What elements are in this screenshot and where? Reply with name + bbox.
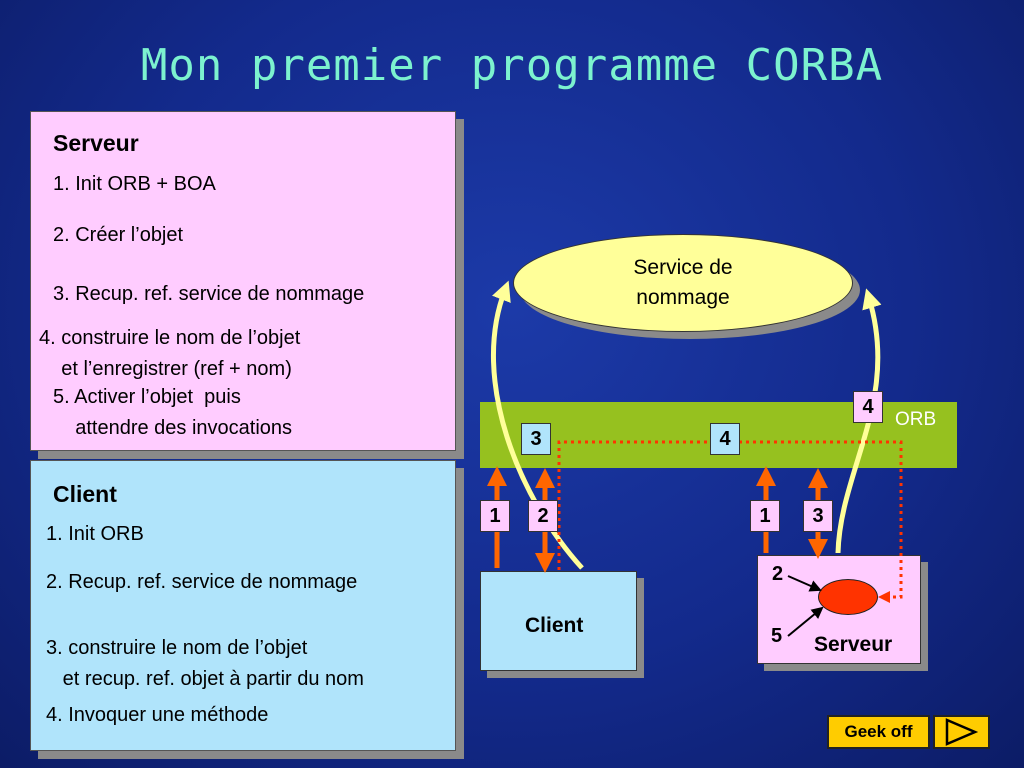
server-panel-heading: Serveur (53, 130, 139, 156)
server-step-3: 3. Recup. ref. service de nommage (53, 283, 365, 305)
step-badge-client-2: 2 (528, 500, 558, 532)
geek-off-button[interactable]: Geek off (827, 715, 930, 749)
step-badge-client-1: 1 (480, 500, 510, 532)
client-step-3: 3. construire le nom de l’objet (46, 637, 308, 659)
server-step-1: 1. Init ORB + BOA (53, 173, 216, 195)
object-step-5-label: 5 (771, 625, 783, 647)
orb-label: ORB (895, 409, 937, 430)
server-steps-panel: Serveur 1. Init ORB + BOA 2. Créer l’obj… (30, 111, 456, 451)
server-step-4: 4. construire le nom de l’objet (39, 327, 301, 349)
slide-title: Mon premier programme CORBA (140, 40, 884, 91)
client-node-label: Client (525, 614, 584, 637)
server-object (818, 579, 878, 615)
naming-service-label-line1: Service de (633, 256, 733, 279)
client-panel-heading: Client (53, 481, 117, 507)
play-triangle-icon (945, 718, 979, 746)
client-step-1: 1. Init ORB (46, 523, 144, 545)
client-step-3-cont: et recup. ref. objet à partir du nom (46, 668, 364, 690)
client-step-4: 4. Invoquer une méthode (46, 704, 269, 726)
step-badge-server-3: 3 (803, 500, 833, 532)
client-node: Client (480, 571, 637, 671)
server-step-5-cont: attendre des invocations (53, 417, 293, 439)
step-badge-orb-4: 4 (710, 423, 740, 455)
naming-service-node: Service de nommage (513, 234, 853, 332)
step-badge-top-4: 4 (853, 391, 883, 423)
next-slide-button[interactable] (933, 715, 990, 749)
client-steps-panel: Client 1. Init ORB 2. Recup. ref. servic… (30, 460, 456, 751)
object-step-2-label: 2 (772, 563, 784, 585)
step-badge-server-1: 1 (750, 500, 780, 532)
server-step-5: 5. Activer l’objet puis (53, 386, 241, 408)
server-step-2: 2. Créer l’objet (53, 224, 184, 246)
step-badge-orb-3: 3 (521, 423, 551, 455)
client-step-2: 2. Recup. ref. service de nommage (46, 571, 358, 593)
naming-service-label-line2: nommage (636, 286, 730, 309)
server-node-label: Serveur (814, 633, 893, 656)
server-step-4-cont: et l’enregistrer (ref + nom) (39, 358, 292, 380)
